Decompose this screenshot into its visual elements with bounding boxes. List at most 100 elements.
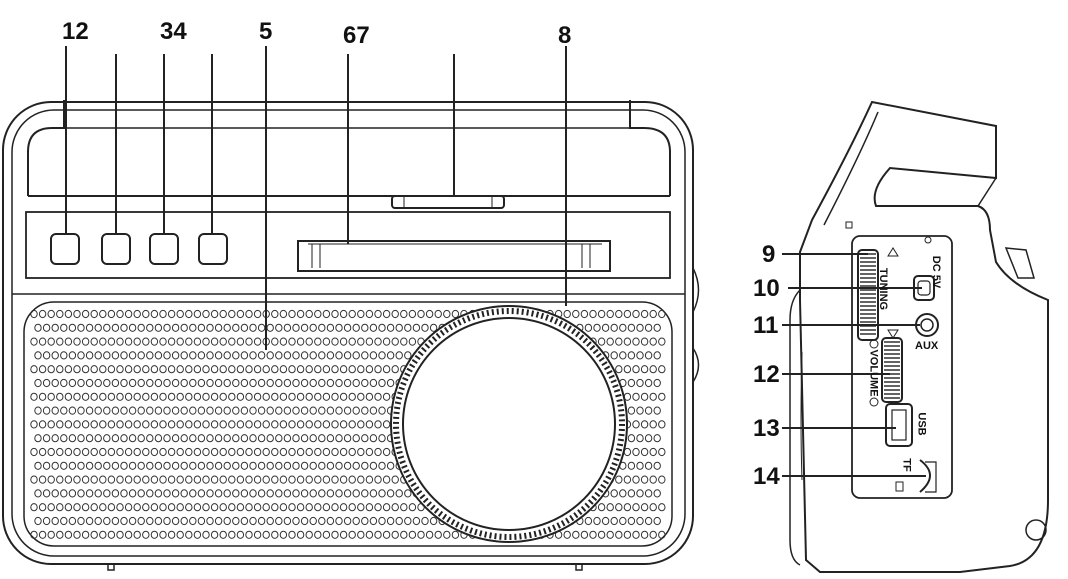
grille-hole — [60, 461, 68, 470]
grille-hole — [64, 420, 73, 429]
tuning-window — [297, 240, 611, 272]
grille-hole — [636, 489, 644, 498]
grille-hole — [275, 323, 283, 332]
grille-hole — [352, 351, 360, 360]
grille-hole — [245, 530, 253, 539]
grille-hole — [378, 461, 386, 470]
grille-hole — [206, 516, 214, 526]
grille-hole — [116, 309, 124, 319]
grille-hole — [210, 447, 219, 457]
grille-hole — [128, 351, 137, 360]
grille-hole — [382, 392, 391, 401]
grille-hole — [357, 503, 365, 512]
grille-hole — [120, 323, 128, 332]
grille-hole — [167, 503, 176, 512]
grille-hole — [279, 337, 288, 346]
grille-hole — [185, 475, 193, 484]
grille-hole — [60, 406, 68, 415]
grille-hole — [30, 337, 38, 346]
grille-hole — [322, 365, 331, 374]
grille-hole — [137, 351, 145, 360]
grille-hole — [339, 337, 348, 346]
grille-hole — [339, 503, 348, 512]
grille-hole — [232, 406, 240, 415]
grille-hole — [223, 516, 231, 526]
grille-hole — [163, 378, 171, 388]
label-aux: AUX — [915, 340, 939, 352]
grille-hole — [253, 420, 262, 429]
grille-hole — [640, 365, 649, 374]
grille-hole — [391, 309, 399, 319]
grille-hole — [185, 503, 193, 512]
grille-hole — [597, 337, 606, 346]
grille-hole — [245, 503, 253, 512]
grille-hole — [597, 309, 606, 319]
grille-hole — [116, 420, 124, 429]
grille-hole — [73, 392, 81, 401]
grille-hole — [154, 516, 163, 526]
grille-hole — [257, 489, 266, 498]
grille-hole — [636, 516, 644, 526]
grille-hole — [653, 323, 661, 332]
grille-hole — [421, 516, 429, 526]
callout-67: 67 — [343, 22, 370, 49]
grille-hole — [128, 461, 137, 470]
grille-hole — [361, 516, 369, 526]
grille-hole — [42, 378, 51, 388]
grille-hole — [228, 337, 236, 346]
grille-hole — [404, 516, 412, 526]
grille-hole — [146, 434, 154, 443]
grille-hole — [167, 447, 176, 457]
grille-hole — [271, 420, 279, 429]
grille-hole — [275, 406, 283, 415]
grille-hole — [275, 516, 283, 526]
grille-hole — [51, 323, 59, 332]
grille-hole — [180, 461, 188, 470]
grille-hole — [99, 365, 107, 374]
grille-hole — [322, 392, 331, 401]
grille-hole — [236, 475, 245, 484]
grille-hole — [30, 475, 38, 484]
grille-hole — [176, 475, 184, 484]
grille-hole — [275, 351, 283, 360]
grille-hole — [51, 516, 59, 526]
grille-hole — [300, 516, 309, 526]
grille-hole — [56, 337, 64, 346]
grille-hole — [42, 516, 51, 526]
grille-hole — [283, 489, 292, 498]
grille-hole — [236, 392, 245, 401]
grille-hole — [352, 461, 360, 470]
grille-hole — [38, 392, 47, 401]
grille-hole — [296, 530, 305, 539]
grille-hole — [159, 337, 167, 346]
grille-hole — [77, 323, 85, 332]
grille-hole — [374, 447, 382, 457]
grille-hole — [193, 309, 202, 319]
grille-hole — [391, 530, 399, 539]
grille-hole — [606, 337, 614, 346]
grille-hole — [232, 434, 240, 443]
grille-hole — [318, 378, 326, 388]
grille-hole — [365, 447, 374, 457]
grille-hole — [309, 489, 317, 498]
callout-11: 11 — [753, 312, 779, 339]
grille-hole — [257, 434, 266, 443]
grille-hole — [214, 461, 223, 470]
grille-hole — [374, 309, 382, 319]
grille-hole — [85, 489, 94, 498]
grille-hole — [292, 461, 300, 470]
grille-hole — [240, 323, 249, 332]
grille-hole — [589, 530, 597, 539]
grille-hole — [232, 378, 240, 388]
callout-12-side: 12 — [753, 361, 780, 388]
grille-hole — [103, 406, 111, 415]
grille-hole — [154, 461, 163, 470]
grille-hole — [271, 309, 279, 319]
grille-hole — [150, 503, 159, 512]
grille-hole — [60, 489, 68, 498]
grille-hole — [288, 447, 296, 457]
grille-hole — [176, 447, 184, 457]
grille-hole — [262, 420, 270, 429]
grille-hole — [597, 530, 606, 539]
